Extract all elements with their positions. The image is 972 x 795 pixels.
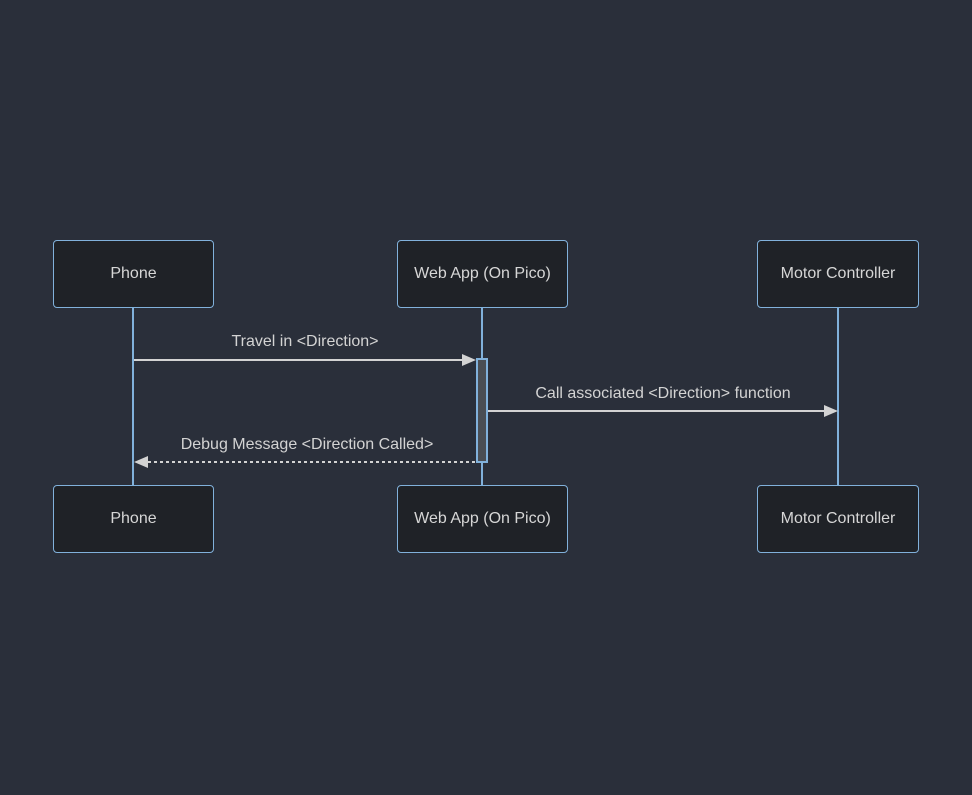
actor-webapp-top: Web App (On Pico): [397, 240, 568, 308]
message-1-label: Travel in <Direction>: [231, 333, 379, 350]
actor-motor-top: Motor Controller: [757, 240, 919, 308]
actor-motor-bottom: Motor Controller: [757, 485, 919, 553]
activation-bar-webapp: [476, 358, 488, 463]
actor-webapp-label: Web App (On Pico): [414, 265, 551, 282]
message-2-line: [488, 410, 826, 412]
actor-phone-bottom: Phone: [53, 485, 214, 553]
message-3-line: [148, 461, 476, 463]
actor-webapp-bottom: Web App (On Pico): [397, 485, 568, 553]
actor-webapp-label: Web App (On Pico): [414, 510, 551, 527]
message-2-label: Call associated <Direction> function: [535, 385, 791, 402]
actor-phone-label: Phone: [110, 265, 157, 282]
message-3-arrowhead-icon: [134, 456, 148, 468]
actor-motor-label: Motor Controller: [780, 265, 896, 282]
actor-motor-label: Motor Controller: [780, 510, 896, 527]
actor-phone-top: Phone: [53, 240, 214, 308]
message-3-label: Debug Message <Direction Called>: [180, 436, 434, 453]
message-2-arrowhead-icon: [824, 405, 838, 417]
actor-phone-label: Phone: [110, 510, 157, 527]
message-1-line: [134, 359, 464, 361]
lifeline-phone: [132, 308, 134, 485]
lifeline-motor: [837, 308, 839, 485]
message-1-arrowhead-icon: [462, 354, 476, 366]
